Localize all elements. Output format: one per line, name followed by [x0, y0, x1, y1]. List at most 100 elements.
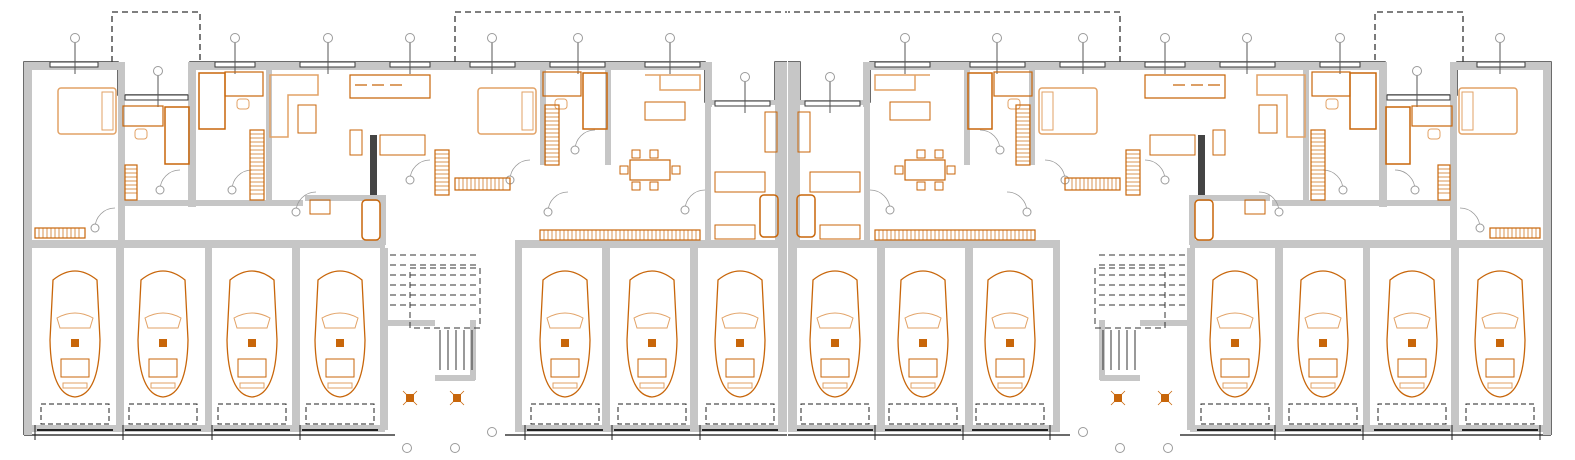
dining-chair [894, 165, 904, 175]
coffee-table [1258, 104, 1278, 134]
garage-door-outline [40, 403, 110, 425]
car-icon [897, 270, 949, 398]
car-icon [137, 270, 189, 398]
window-marker-icon [900, 33, 910, 43]
terrace-outline [454, 11, 787, 62]
dining-chair [619, 165, 629, 175]
wall [788, 248, 797, 430]
wall [1275, 248, 1283, 430]
wall [266, 70, 272, 206]
wall [690, 248, 698, 430]
window-marker-icon [992, 33, 1002, 43]
bed-icon [1458, 87, 1518, 135]
right-half-plan [788, 11, 1552, 453]
dining-chair [649, 181, 659, 191]
garage-bay [1462, 270, 1541, 440]
garage-bay [524, 270, 603, 440]
wall [116, 248, 124, 430]
chair [554, 98, 568, 110]
stair-outline [1094, 267, 1166, 329]
door-marker [1160, 175, 1170, 185]
sink [309, 199, 331, 215]
ceiling-light-icon [1496, 339, 1504, 347]
car-bumper [822, 382, 848, 389]
door-marker [995, 145, 1005, 155]
car-icon [1297, 270, 1349, 398]
sofa-icon [645, 74, 701, 91]
garage-bay [1197, 270, 1276, 440]
entry-door-marker [450, 443, 460, 453]
car-icon [1474, 270, 1526, 398]
car-windshield [1481, 312, 1519, 329]
lamp-cross [1110, 390, 1126, 406]
garage-door-outline [888, 403, 958, 425]
door-marker [543, 207, 553, 217]
dining-chair [671, 165, 681, 175]
garage-bay [885, 270, 964, 440]
garage-bay [611, 270, 690, 440]
wall [1190, 240, 1545, 248]
car-rear-window [1220, 358, 1250, 378]
garage-bay [34, 270, 113, 440]
window-marker-icon [323, 33, 333, 43]
door-marker [570, 145, 580, 155]
wall [788, 240, 1060, 248]
door-marker [1274, 207, 1284, 217]
garage-bay [1285, 270, 1364, 440]
ceiling-light-icon [1006, 339, 1014, 347]
window [124, 94, 189, 101]
wall [864, 105, 870, 240]
wardrobe [1064, 177, 1121, 191]
desk [1411, 105, 1453, 127]
car-bumper [239, 382, 265, 389]
ceiling-light-icon [648, 339, 656, 347]
wardrobe [1310, 129, 1326, 201]
car-windshield [991, 312, 1029, 329]
car-bumper [1399, 382, 1425, 389]
kitchen-counter [379, 134, 426, 156]
wall [1029, 70, 1035, 165]
wall [205, 248, 212, 430]
wall [380, 248, 388, 430]
door-marker [1022, 207, 1032, 217]
car-rear-window [637, 358, 667, 378]
kitchen-unit [764, 111, 778, 153]
chair [236, 98, 250, 110]
fridge [349, 129, 363, 156]
dining-set [1144, 74, 1226, 99]
single-bed-icon [582, 72, 608, 130]
pillow [101, 91, 114, 131]
car-bumper [997, 382, 1023, 389]
wall [1450, 62, 1457, 240]
single-bed-icon [1385, 106, 1411, 165]
stair-outline [409, 267, 481, 329]
car-rear-window [1308, 358, 1338, 378]
ceiling-light-icon [1319, 339, 1327, 347]
car-rear-window [995, 358, 1025, 378]
dining-chair [631, 149, 641, 159]
car-bumper [1310, 382, 1336, 389]
garage-door-outline [1465, 403, 1535, 425]
garage-door-outline [705, 403, 775, 425]
wall [515, 240, 787, 248]
sofa-icon [874, 74, 930, 91]
garage-door-outline [617, 403, 687, 425]
door-marker [1475, 223, 1485, 233]
desk [122, 105, 164, 127]
single-bed-icon [1349, 72, 1377, 130]
car-windshield [546, 312, 584, 329]
wall [540, 70, 546, 165]
garage-bay [972, 270, 1051, 440]
ceiling-light-icon [336, 339, 344, 347]
car-rear-window [1485, 358, 1515, 378]
chimney-duct [370, 135, 377, 195]
car-icon [314, 270, 366, 398]
car-icon [984, 270, 1036, 398]
car-icon [539, 270, 591, 398]
entry-door-marker [1078, 427, 1088, 437]
sink [714, 224, 756, 240]
car-bumper [1222, 382, 1248, 389]
wall [1187, 248, 1195, 430]
window-marker-icon [665, 33, 675, 43]
garage-door-outline [305, 403, 375, 425]
